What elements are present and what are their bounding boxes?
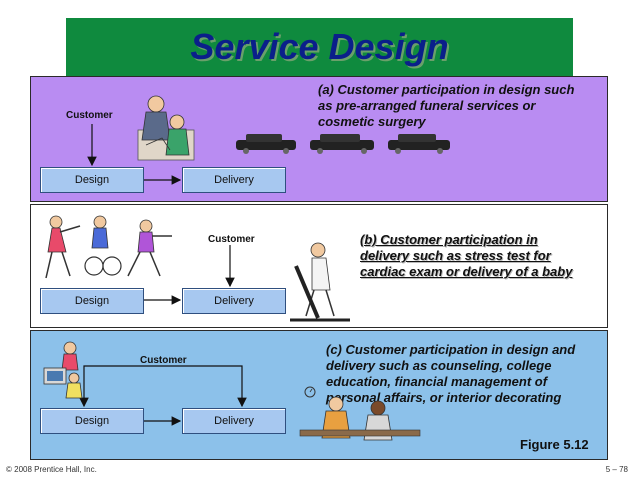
treadmill-icon — [290, 242, 350, 322]
footer-copyright: © 2008 Prentice Hall, Inc. — [6, 465, 97, 474]
limousine-icon — [236, 134, 450, 154]
panel-c — [30, 330, 608, 460]
slide-title: Service Design — [190, 26, 449, 67]
panel-a-customer-label: Customer — [66, 110, 113, 121]
exercising-people-icon — [45, 215, 172, 279]
panel-b-customer-label: Customer — [208, 234, 255, 245]
students-at-desk-icon — [299, 386, 421, 441]
panel-c-design-box: Design — [40, 408, 144, 434]
panel-b-delivery-box: Delivery — [182, 288, 286, 314]
panel-b-arrows — [144, 245, 235, 305]
computer-user-icon — [43, 341, 83, 399]
figure-label: Figure 5.12 — [520, 437, 589, 452]
panel-a-arrows — [87, 124, 182, 185]
panel-a-design-box: Design — [40, 167, 144, 193]
panel-a-caption: (a) Customer participation in design suc… — [318, 82, 575, 129]
footer-page-number: 5 – 78 — [605, 465, 628, 474]
panel-c-customer-label: Customer — [140, 355, 187, 366]
panel-c-arrows — [79, 365, 247, 426]
panel-b-caption: (b) Customer participation in delivery s… — [360, 232, 573, 279]
panel-c-caption: (c) Customer participation in design and… — [326, 342, 576, 405]
title-band — [66, 18, 573, 76]
panel-c-delivery-box: Delivery — [182, 408, 286, 434]
panel-b-design-box: Design — [40, 288, 144, 314]
meeting-people-icon — [137, 95, 195, 161]
panel-a-delivery-box: Delivery — [182, 167, 286, 193]
